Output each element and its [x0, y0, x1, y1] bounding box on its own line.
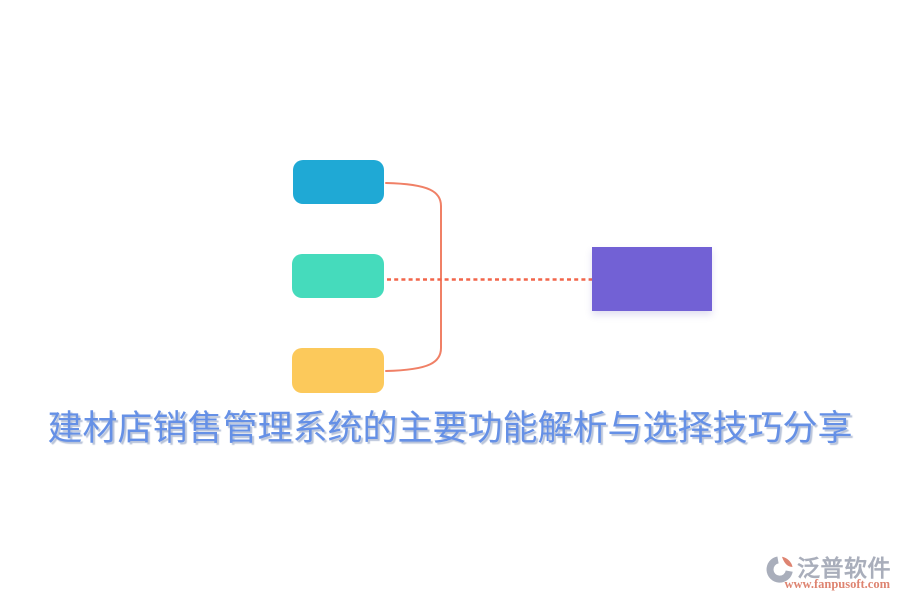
mindmap-node-top[interactable] [293, 160, 384, 204]
brand-name: 泛普软件 [797, 555, 891, 581]
mindmap-node-root[interactable] [592, 247, 712, 311]
brand-url: www.fanpusoft.com [784, 577, 890, 591]
mindmap-node-bottom[interactable] [292, 348, 384, 393]
logo-ring [766, 556, 793, 583]
fanpu-logo-icon [766, 556, 793, 583]
brand-watermark: 泛普软件 www.fanpusoft.com [764, 546, 891, 592]
logo-leaf [781, 556, 793, 567]
page-title: 建材店销售管理系统的主要功能解析与选择技巧分享 [47, 409, 853, 448]
mindmap-node-middle[interactable] [292, 254, 384, 298]
bracket-connector [385, 182, 442, 372]
